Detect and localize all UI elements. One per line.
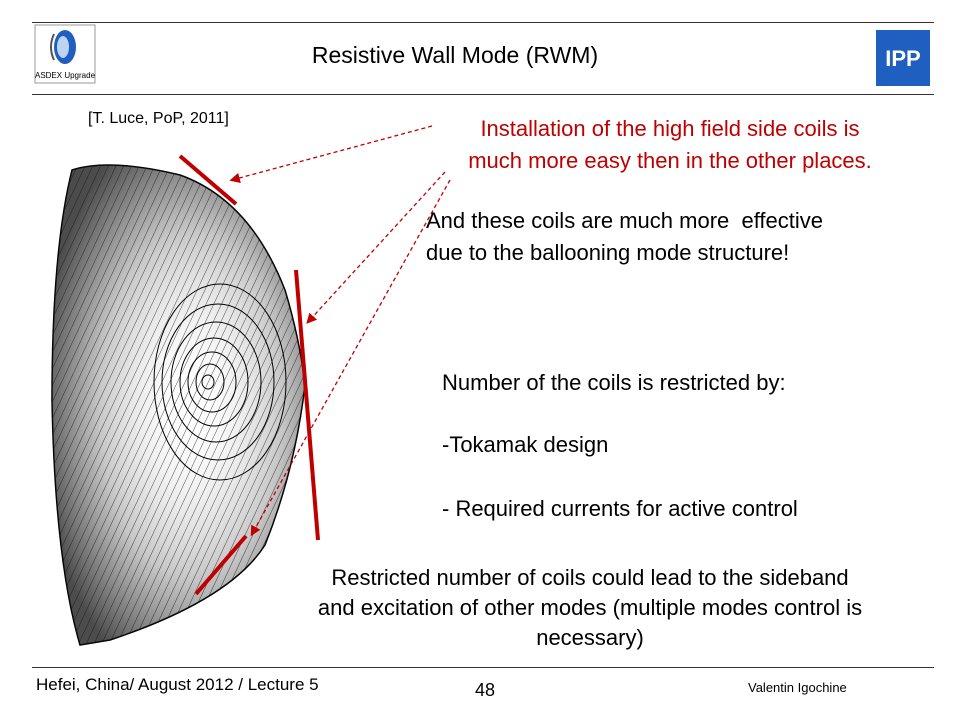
coil-high-field-side-upper [178, 154, 238, 206]
ipp-logo: IPP [876, 30, 930, 86]
header-bottom-rule [32, 94, 934, 95]
flux-surfaces [153, 283, 287, 481]
high-field-side-coils-note: Installation of the high field side coil… [410, 113, 930, 177]
bottom-text-line-2: and excitation of other modes (multiple … [317, 595, 863, 620]
footer-rule [32, 667, 934, 668]
bottom-text-line-3: necessary) [536, 625, 644, 650]
arrow-to-upper-coil [229, 125, 433, 183]
restriction-item-tokamak-design: -Tokamak design [442, 432, 609, 457]
citation: [T. Luce, PoP, 2011] [88, 110, 229, 127]
effective-coils-note: And these coils are much more effective … [426, 205, 823, 269]
coil-lower [194, 534, 248, 596]
red-text-line-2: much more easy then in the other places. [468, 148, 872, 173]
page-title: Resistive Wall Mode (RWM) [311, 42, 599, 68]
header-top-rule [32, 22, 934, 23]
asdex-upgrade-logo: ASDEX Upgrade [34, 24, 96, 84]
red-text-line-1: Installation of the high field side coil… [480, 116, 860, 141]
bottom-text-line-1: Restricted number of coils could lead to… [331, 565, 849, 590]
restrictions-heading: Number of the coils is restricted by: [442, 370, 786, 395]
arrow-to-lower-coil [250, 179, 451, 537]
ipp-logo-text: IPP [885, 46, 920, 71]
asdex-logo-text: ASDEX Upgrade [35, 71, 96, 80]
effective-text-line-2: due to the ballooning mode structure! [426, 240, 790, 265]
sideband-note: Restricted number of coils could lead to… [250, 563, 930, 653]
arrow-to-midplane-coil [306, 171, 446, 324]
footer-event: Hefei, China/ August 2012 / Lecture 5 [36, 675, 319, 694]
footer-author: Valentin Igochine [748, 680, 847, 695]
coil-outboard-midplane [294, 269, 320, 541]
page-number: 48 [474, 680, 496, 700]
effective-text-line-1: And these coils are much more effective [426, 208, 824, 233]
restriction-item-required-currents: - Required currents for active control [442, 496, 798, 521]
